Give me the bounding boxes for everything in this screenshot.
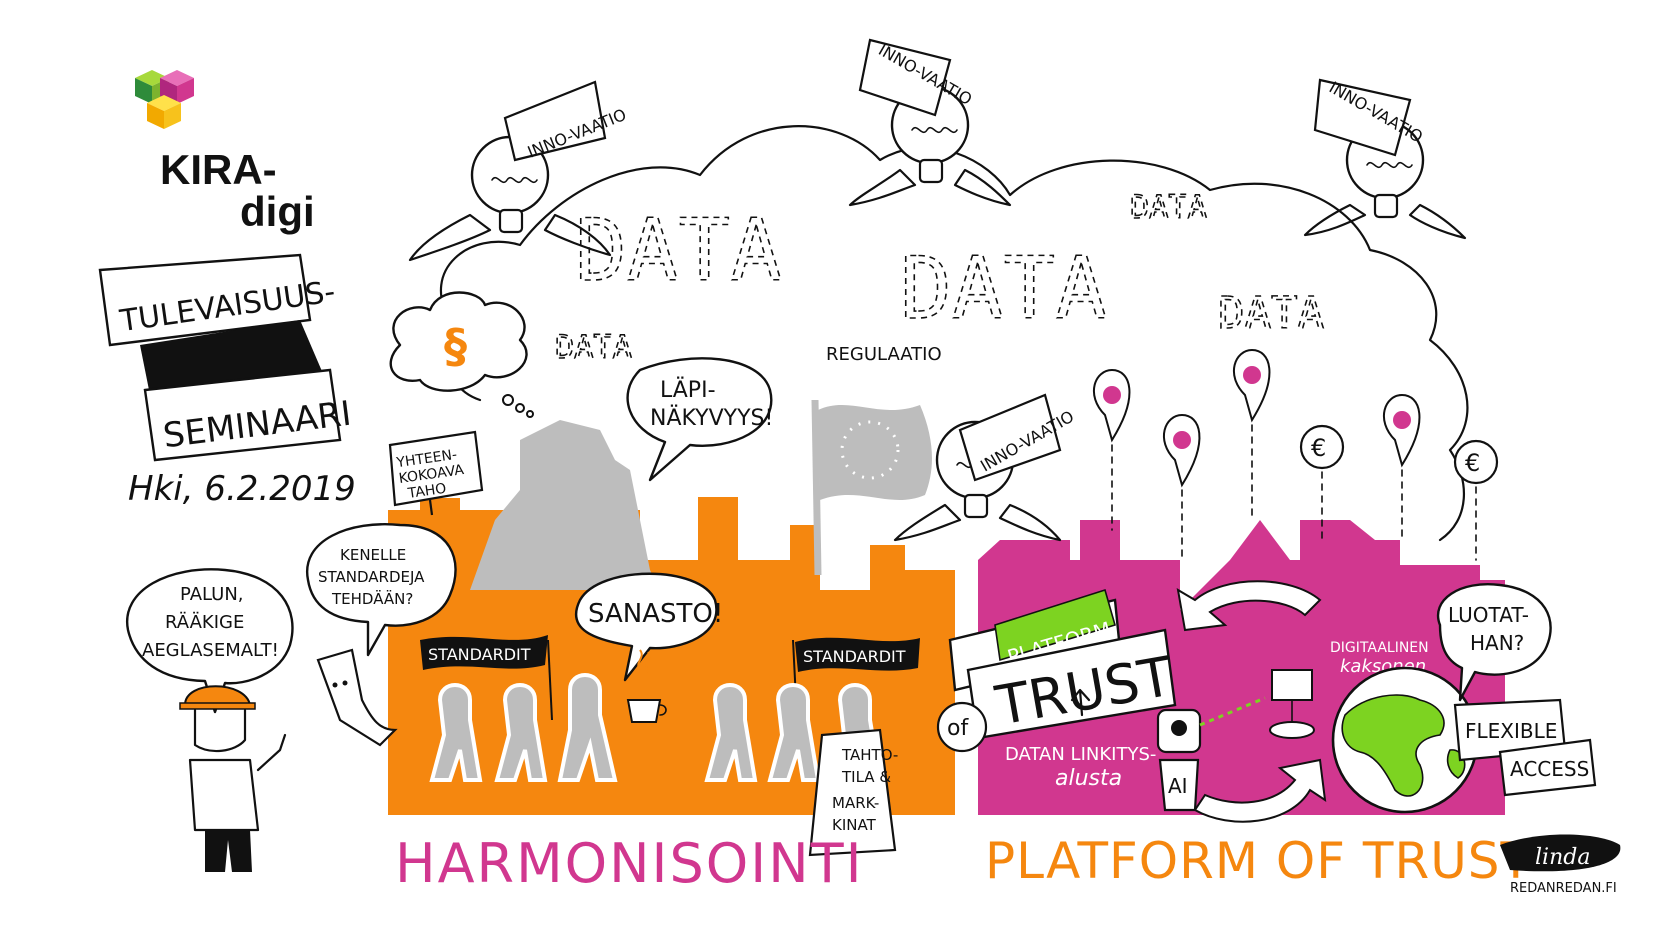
transparency-line-2: NÄKYVYYS! — [650, 405, 773, 431]
kira-digi-logo: KIRA- digi — [135, 70, 315, 235]
law-thought-bubble: § — [389, 291, 534, 418]
convener-sign: YHTEEN- KOKOAVA TAHO — [388, 430, 484, 516]
who-line-2: STANDARDEJA — [318, 568, 425, 586]
seminar-banner: TULEVAISUUS- SEMINAARI Hki, 6.2.2019 — [98, 253, 356, 509]
standards-flag-left: STANDARDIT — [420, 635, 553, 721]
construction-worker — [179, 685, 287, 872]
globe-icon — [1331, 666, 1479, 814]
euro-icon-1: € — [1311, 434, 1326, 462]
artist-signature: linda REDANREDAN.FI — [1500, 834, 1621, 896]
location-pins — [1093, 348, 1421, 561]
linking-line-2: alusta — [1055, 766, 1122, 791]
innovation-bulb-3: INNO-VAATIO — [1303, 78, 1467, 240]
who-line-3: TEHDÄÄN? — [331, 589, 413, 608]
sign-line-2: TILA & — [841, 768, 891, 786]
cycle-arrow-top — [1176, 580, 1322, 632]
paragraph-icon: § — [444, 319, 467, 373]
transparency-line-1: LÄPI- — [660, 377, 716, 403]
data-word-large-1: DATA — [575, 201, 782, 301]
flexible-label: FLEXIBLE — [1465, 719, 1557, 743]
cloud-outline — [439, 125, 1469, 542]
please-line-3: AEGLASEMALT! — [142, 640, 279, 661]
convener-line-3: TAHO — [406, 481, 447, 502]
innovation-bulb-2: INNO-VAATIO — [848, 38, 1012, 207]
coffee-cup-icon — [626, 649, 667, 723]
seminar-date: Hki, 6.2.2019 — [128, 469, 356, 509]
sign-line-4: KINAT — [832, 816, 877, 834]
please-speech: PALUN, RÄÄKIGE AEGLASEMALT! — [125, 568, 294, 714]
access-tag: ACCESS — [1498, 738, 1597, 797]
flexible-tag: FLEXIBLE — [1453, 698, 1567, 762]
linking-line-1: DATAN LINKITYS- — [1005, 744, 1156, 765]
trust-question-speech: LUOTAT- HAN? — [1437, 583, 1552, 702]
ai-robot: AI — [1156, 696, 1266, 812]
trust-question-line-2: HAN? — [1470, 631, 1524, 655]
digital-twin-model — [1269, 669, 1315, 739]
digital-twin-line-1: DIGITAALINEN — [1330, 640, 1429, 656]
data-word-small-2: DATA — [1130, 188, 1207, 226]
harmonisation-title: HARMONISOINTI — [395, 832, 864, 895]
regulation-label: REGULAATIO — [826, 344, 942, 365]
standards-right-label: STANDARDIT — [803, 647, 906, 666]
logo-line-2: digi — [240, 188, 315, 235]
euro-coins: € € — [1299, 424, 1499, 561]
eu-flag: REGULAATIO — [811, 344, 942, 576]
transparency-speech: LÄPI- NÄKYVYYS! — [626, 357, 773, 482]
data-word-large-2: DATA — [900, 239, 1107, 339]
will-markkinat-sign: TAHTO- TILA & MARK- KINAT — [808, 728, 898, 857]
logo-line-1: KIRA- — [160, 146, 277, 193]
ai-label: AI — [1168, 774, 1188, 798]
signature-site: REDANREDAN.FI — [1510, 881, 1617, 896]
cycle-arrow-bottom — [1193, 758, 1327, 823]
sign-line-3: MARK- — [832, 794, 879, 812]
access-label: ACCESS — [1510, 757, 1589, 781]
trust-badge: PLATFORM TRUST of — [936, 588, 1178, 753]
signature-name: linda — [1535, 845, 1590, 870]
data-word-medium: DATA — [1218, 288, 1324, 339]
trust-question-line-1: LUOTAT- — [1448, 603, 1529, 627]
platform-title: PLATFORM OF TRUST — [985, 832, 1532, 890]
euro-icon-2: € — [1465, 449, 1480, 477]
please-line-2: RÄÄKIGE — [165, 612, 244, 633]
grey-mountain — [470, 420, 660, 590]
vocabulary-text: SANASTO! — [588, 599, 723, 629]
badge-of-label: of — [947, 716, 969, 741]
data-word-small-1: DATA — [555, 328, 632, 366]
vocabulary-speech: SANASTO! — [574, 572, 723, 682]
who-line-1: KENELLE — [340, 546, 406, 564]
paper-character — [316, 648, 398, 747]
who-speech: KENELLE STANDARDEJA TEHDÄÄN? — [305, 523, 457, 657]
please-line-1: PALUN, — [180, 584, 244, 605]
standards-left-label: STANDARDIT — [428, 645, 531, 664]
sign-line-1: TAHTO- — [841, 746, 898, 764]
